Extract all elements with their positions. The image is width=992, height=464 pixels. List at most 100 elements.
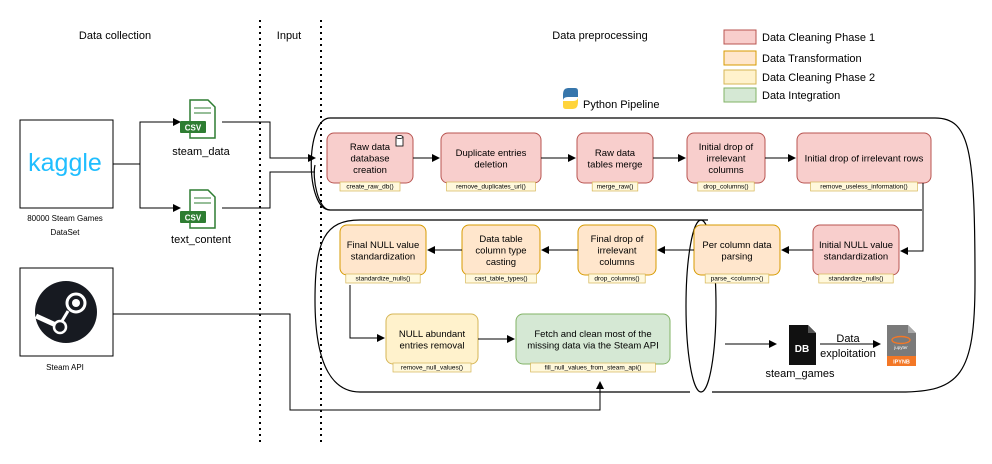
exploitation-label: exploitation (820, 348, 876, 360)
step-label: Fetch and clean most of the (534, 329, 651, 340)
section-input: Input (277, 30, 301, 42)
csv-file-icon: CSV (180, 189, 216, 229)
function-name: remove_duplicates_url() (456, 184, 526, 191)
step-label: entries removal (400, 340, 465, 351)
connector-arrow (139, 164, 181, 212)
step-label: standardization (351, 251, 415, 262)
step-label: NULL abundant (399, 329, 466, 340)
csv-file-icon: CSV (180, 99, 216, 139)
pipeline-step: Final drop ofirrelevantcolumnsdrop_colum… (577, 224, 657, 284)
function-name: cast_table_types() (474, 276, 527, 283)
function-tag (697, 181, 755, 192)
function-tag (392, 362, 472, 373)
step-label: Data table (479, 234, 522, 245)
connector-arrow (113, 313, 604, 411)
step-label: irrelevant (706, 154, 745, 165)
step-label: casting (486, 257, 516, 268)
file-label-text-content: text_content (171, 234, 231, 246)
pipeline-title: Python Pipeline (583, 99, 659, 111)
legend-swatch-transformation (723, 50, 757, 66)
function-name: standardize_nulls() (356, 276, 411, 283)
kaggle-caption: DataSet (51, 228, 81, 237)
python-logo-icon (563, 88, 578, 109)
function-tag (810, 181, 918, 192)
legend-label: Data Cleaning Phase 1 (762, 32, 875, 44)
function-name: remove_null_values() (401, 365, 463, 372)
function-name: merge_raw() (597, 184, 634, 191)
section-data-preprocessing: Data preprocessing (552, 30, 647, 42)
step-label: tables merge (588, 159, 643, 170)
function-tag (588, 273, 646, 284)
pipeline-step: Initial NULL valuestandardizationstandar… (812, 224, 900, 284)
step-label: deletion (474, 159, 507, 170)
legend-swatch-phase2 (723, 69, 757, 85)
section-data-collection: Data collection (79, 30, 151, 42)
function-tag (339, 181, 401, 192)
step-label: Initial drop of irrelevant rows (805, 154, 924, 165)
db-badge: DB (795, 344, 809, 355)
connector-arrow (222, 121, 316, 162)
function-name: fill_null_values_from_steam_api() (545, 365, 642, 372)
function-tag (345, 273, 421, 284)
function-tag (446, 181, 536, 192)
legend-label: Data Integration (762, 90, 840, 102)
step-label: database (350, 154, 389, 165)
legend-label: Data Transformation (762, 53, 862, 65)
kaggle-source-box (19, 119, 114, 209)
db-file-icon: DB (789, 325, 816, 365)
database-icon (395, 135, 404, 147)
step-label: Final NULL value (347, 240, 420, 251)
step-arrow (349, 285, 385, 342)
step-label: Initial NULL value (819, 240, 893, 251)
exploitation-label: Data (836, 333, 860, 345)
steam-caption: Steam API (46, 363, 84, 372)
step-label: Raw data (350, 142, 391, 153)
step-label: irrelevant (597, 246, 636, 257)
pipeline-steps: Raw datadatabasecreationcreate_raw_db()D… (326, 132, 932, 373)
function-name: remove_useless_information() (820, 184, 907, 191)
function-name: standardize_nulls() (829, 276, 884, 283)
step-label: Raw data (595, 148, 636, 159)
steam-logo-icon (34, 281, 97, 343)
connector-arrow (222, 171, 315, 209)
function-tag (530, 362, 656, 373)
legend-swatch-phase1 (723, 29, 757, 45)
csv-badge: CSV (185, 214, 202, 223)
step-label: columns (599, 257, 635, 268)
db-name-label: steam_games (765, 368, 835, 380)
kaggle-caption: 80000 Steam Games (27, 214, 103, 223)
pipeline-step: Initial drop of irrelevant rows remove_us… (796, 132, 932, 192)
step-label: columns (708, 165, 744, 176)
function-name: drop_columns() (703, 184, 748, 191)
connector-arrow (113, 118, 181, 165)
function-tag (704, 273, 770, 284)
function-tag (465, 273, 537, 284)
function-name: create_raw_db() (346, 184, 393, 191)
pipeline-pipe-outline (310, 117, 976, 393)
kaggle-logo: kaggle (28, 149, 102, 177)
csv-badge: CSV (185, 124, 202, 133)
step-label: Duplicate entries (456, 148, 527, 159)
file-label-steam-data: steam_data (172, 146, 230, 158)
step-label: missing data via the Steam API (527, 340, 658, 351)
jupyter-label: jupyter (893, 345, 908, 350)
function-tag (591, 181, 639, 192)
function-tag (818, 273, 894, 284)
step-label: creation (353, 165, 387, 176)
jupyter-notebook-icon: jupyter IPYNB (887, 325, 916, 366)
legend-label: Data Cleaning Phase 2 (762, 72, 875, 84)
pipeline-arrows (349, 154, 924, 343)
ipynb-badge: IPYNB (893, 360, 910, 366)
function-name: drop_columns() (594, 276, 639, 283)
step-label: Initial drop of (699, 142, 754, 153)
legend: Data Cleaning Phase 1 Data Transformatio… (723, 29, 875, 103)
